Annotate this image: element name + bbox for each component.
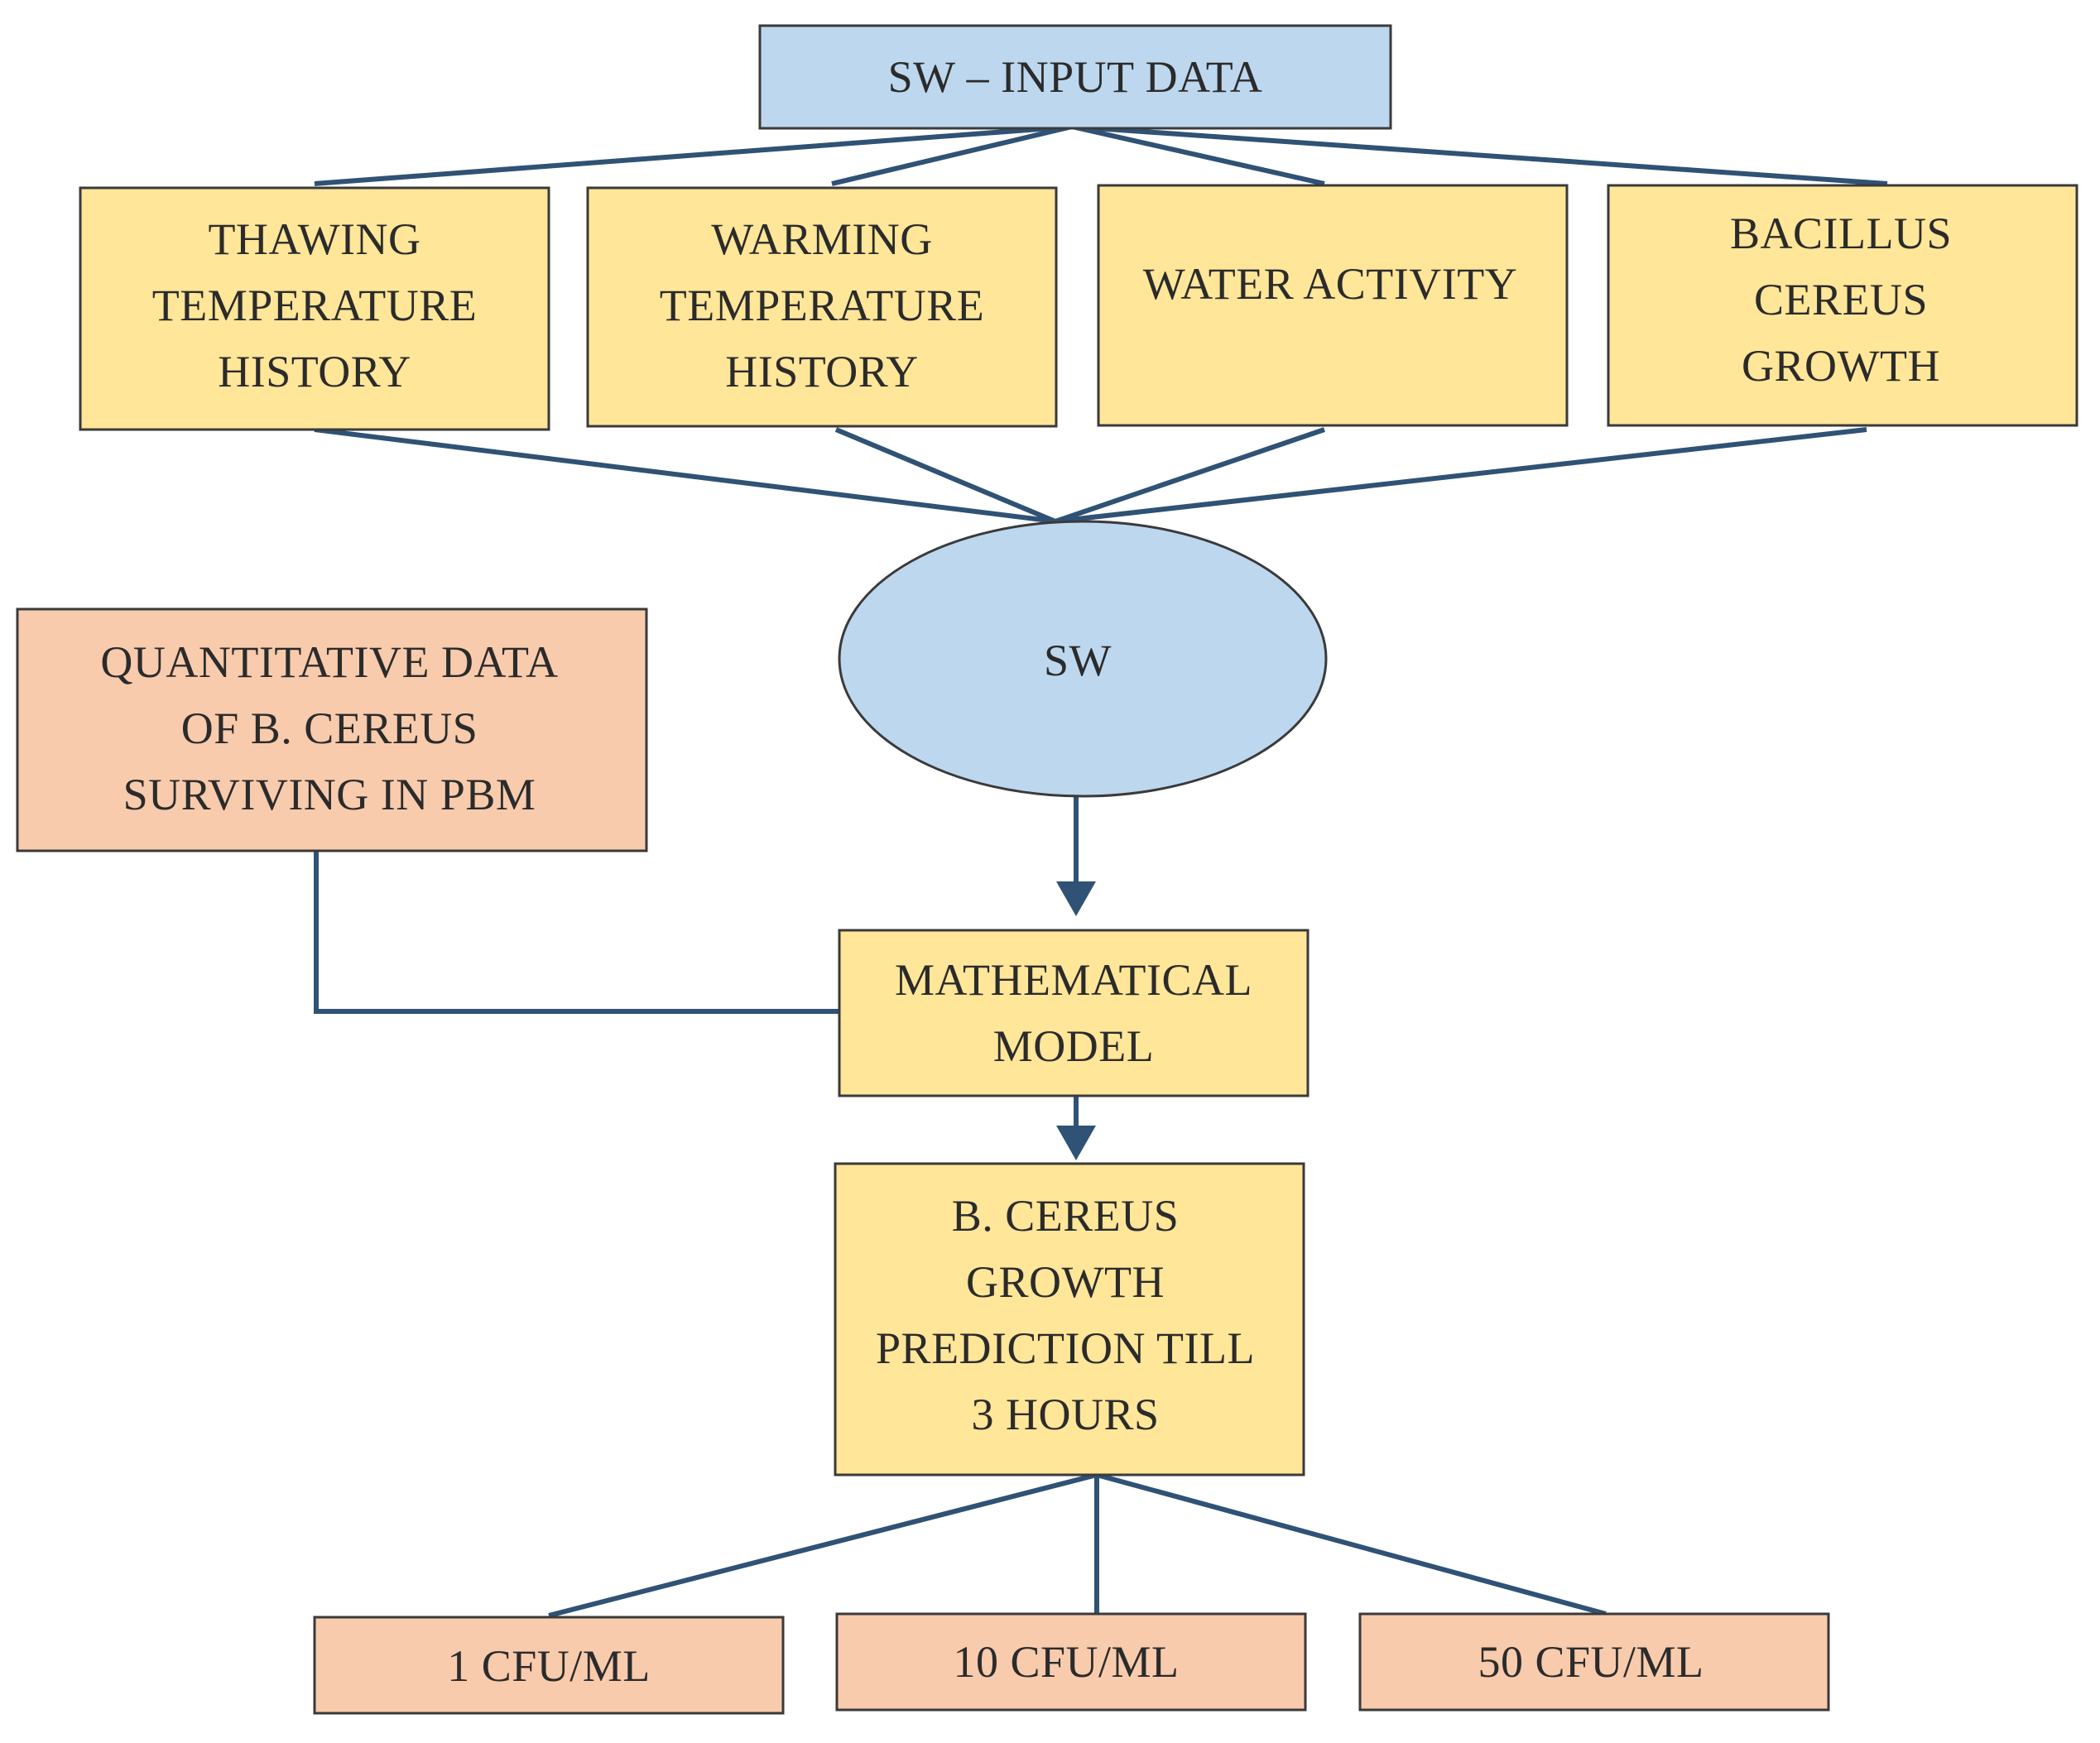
connector-input-thawing [314, 124, 1073, 186]
prediction-label-line-3: PREDICTION TILL [876, 1323, 1255, 1373]
water-label-line-1: WATER ACTIVITY [1143, 259, 1517, 309]
model-label-line-1: MATHEMATICAL [895, 955, 1252, 1005]
connector-water-sw [1055, 427, 1325, 524]
model-label-line-2: MODEL [993, 1021, 1154, 1071]
model-label: MATHEMATICAL MODEL [895, 955, 1252, 1071]
node-bacillus-cereus-growth: BACILLUS CEREUS GROWTH [1607, 184, 2078, 427]
warming-label: WARMING TEMPERATURE HISTORY [660, 214, 985, 396]
connector-prediction-cfu1 [548, 1472, 1098, 1618]
prediction-label: B. CEREUS GROWTH PREDICTION TILL 3 HOURS [876, 1191, 1255, 1439]
node-growth-prediction: B. CEREUS GROWTH PREDICTION TILL 3 HOURS [834, 1162, 1305, 1477]
connector-warming-sw [834, 427, 1057, 524]
bacillus-label: BACILLUS CEREUS GROWTH [1730, 209, 1952, 391]
connector-prediction-cfu50 [1096, 1472, 1607, 1616]
input_data-label-line-1: SW – INPUT DATA [888, 52, 1263, 102]
cfu10-label: 10 CFU/ML [953, 1637, 1179, 1687]
node-cfu-10: 10 CFU/ML [835, 1612, 1307, 1712]
node-cfu-1: 1 CFU/ML [313, 1616, 785, 1715]
bacillus-label-line-3: GROWTH [1742, 341, 1940, 391]
water-label: WATER ACTIVITY [1143, 259, 1517, 309]
node-sw: SW [838, 520, 1328, 798]
node-thawing-temperature-history: THAWING TEMPERATURE HISTORY [79, 186, 550, 431]
node-mathematical-model: MATHEMATICAL MODEL [838, 929, 1309, 1097]
quantitative-label-line-3: SURVIVING IN PBM [123, 770, 536, 819]
quantitative-label: QUANTITATIVE DATA OF B. CEREUS SURVIVING I… [100, 637, 558, 819]
warming-label-line-3: HISTORY [725, 347, 919, 396]
node-quantitative-data: QUANTITATIVE DATA OF B. CEREUS SURVIVING I… [16, 607, 648, 852]
sw-label-line-1: SW [1044, 636, 1112, 685]
node-input-data: SW – INPUT DATA [758, 24, 1392, 130]
node-warming-temperature-history: WARMING TEMPERATURE HISTORY [586, 186, 1058, 428]
warming-label-line-1: WARMING [711, 214, 933, 264]
connector-bacillus-sw [1055, 427, 1867, 524]
cfu10-label-line-1: 10 CFU/ML [953, 1637, 1179, 1687]
connector-input-warming [831, 124, 1073, 186]
bacillus-label-line-2: CEREUS [1754, 275, 1928, 324]
cfu1-label-line-1: 1 CFU/ML [447, 1641, 651, 1691]
prediction-label-line-4: 3 HOURS [971, 1390, 1159, 1439]
input_data-label: SW – INPUT DATA [888, 52, 1263, 102]
cfu1-label: 1 CFU/ML [447, 1641, 651, 1691]
quantitative-label-line-1: QUANTITATIVE DATA [100, 637, 558, 687]
node-water-activity: WATER ACTIVITY [1097, 184, 1569, 427]
sw-label: SW [1044, 636, 1112, 685]
prediction-label-line-1: B. CEREUS [952, 1191, 1180, 1241]
prediction-label-line-2: GROWTH [966, 1257, 1165, 1307]
cfu50-label-line-1: 50 CFU/ML [1478, 1637, 1704, 1687]
thawing-label-line-1: THAWING [208, 214, 420, 264]
connector-input-bacillus [1071, 124, 1888, 186]
warming-label-line-2: TEMPERATURE [660, 281, 985, 330]
connector-thawing-sw [314, 427, 1056, 524]
thawing-label-line-3: HISTORY [218, 347, 411, 396]
thawing-label-line-2: TEMPERATURE [152, 281, 478, 330]
bacillus-label-line-1: BACILLUS [1730, 209, 1952, 258]
connector-quantitative-model [314, 852, 839, 1014]
thawing-label: THAWING TEMPERATURE HISTORY [152, 214, 478, 396]
cfu50-label: 50 CFU/ML [1478, 1637, 1704, 1687]
connector-input-water [1071, 124, 1325, 186]
quantitative-label-line-2: OF B. CEREUS [181, 703, 478, 753]
node-cfu-50: 50 CFU/ML [1358, 1612, 1830, 1712]
